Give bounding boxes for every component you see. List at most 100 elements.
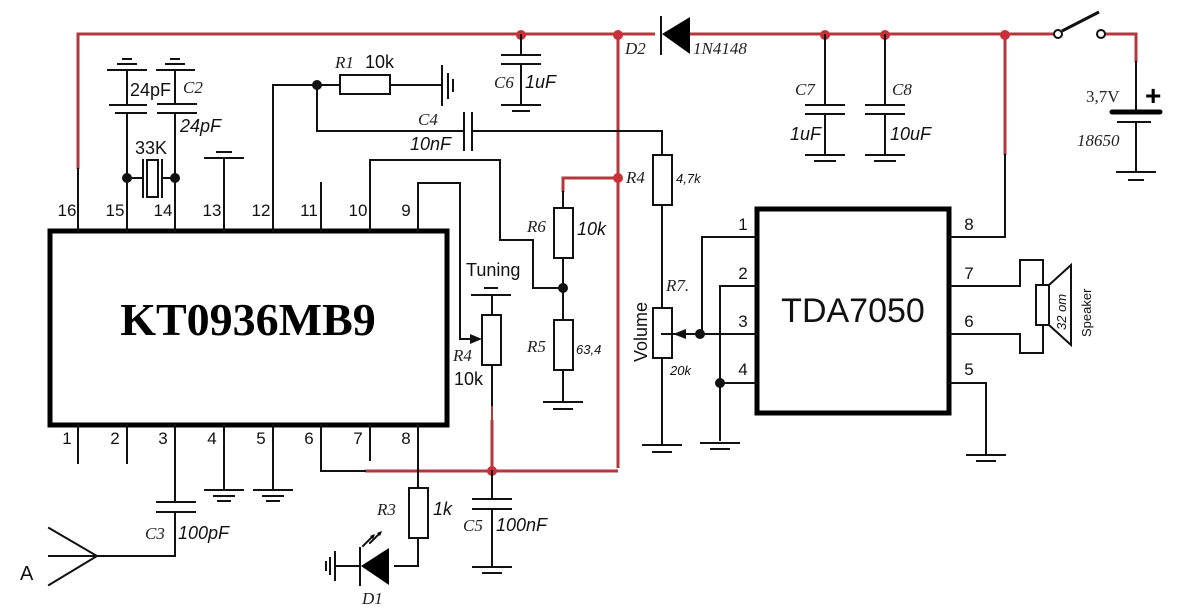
ic2-pin-8: 8 [964, 215, 973, 234]
ic1-pin-10: 10 [349, 201, 368, 220]
power-switch[interactable] [1053, 10, 1106, 39]
capacitor-c5: C5 100nF [463, 470, 548, 574]
d1-ref: D1 [361, 589, 383, 608]
ic1-pin-8: 8 [401, 429, 410, 448]
ic2-pin-7: 7 [964, 264, 973, 283]
ic2-pin-1: 1 [738, 215, 747, 234]
r4a-value: 4,7k [676, 171, 702, 186]
ic1-pin-15: 15 [106, 201, 125, 220]
speaker-label: Speaker [1079, 288, 1094, 337]
c5-value: 100nF [496, 515, 548, 535]
c3-value: 100pF [178, 523, 230, 543]
junction [695, 329, 705, 339]
ic1-pin-12: 12 [252, 201, 271, 220]
ic1-pin-1: 1 [62, 429, 71, 448]
junction [170, 173, 180, 183]
speaker: 32 om Speaker [1035, 262, 1094, 348]
d2-value: 1N4148 [693, 39, 747, 58]
ic1-name: KT0936MB9 [120, 294, 376, 345]
r3-value: 1k [433, 499, 453, 519]
capacitor-c7: C7 1uF [790, 34, 845, 162]
capacitor-c3: C3 100pF [96, 501, 230, 557]
ic1-pin-6: 6 [304, 429, 313, 448]
r5-value: 63,4 [576, 342, 601, 357]
r1-value: 10k [365, 52, 395, 72]
r3-ref: R3 [376, 500, 396, 519]
r1-c4-network: R1 10k C4 10nF [272, 52, 663, 156]
wire-pin10 [369, 159, 564, 289]
junction [122, 173, 132, 183]
battery-plus: + [1145, 80, 1161, 111]
capacitor-c6: C6 1uF [494, 34, 557, 112]
c3-ref: C3 [145, 524, 165, 543]
ic-tda7050: TDA7050 1 2 3 4 8 7 6 5 [661, 154, 1044, 462]
volume-potentiometer-r7[interactable]: R7. 20k Volume [631, 276, 701, 453]
capacitor-c8: C8 10uF [865, 34, 932, 162]
ic1-pin-3: 3 [158, 429, 167, 448]
d2-ref: D2 [624, 39, 646, 58]
r6-value: 10k [577, 219, 607, 239]
ic2-pin-6: 6 [964, 312, 973, 331]
r6-ref: R6 [526, 217, 546, 236]
crystal-value: 33K [135, 138, 167, 158]
c1-value: 24pF [130, 80, 171, 100]
r7-ref: R7. [665, 276, 689, 295]
c2-ref: C2 [183, 78, 203, 97]
ground-symbol [204, 489, 244, 502]
ic2-pin-5: 5 [964, 360, 973, 379]
diode-d2: D2 1N4148 [624, 16, 747, 58]
resistor-r5: R5 63,4 [526, 319, 601, 410]
tuning-potentiometer-r4[interactable]: Tuning R4 10k [417, 182, 520, 420]
battery-18650: + 3,7V 18650 [1077, 61, 1163, 181]
led-d1: D1 [325, 531, 389, 608]
r7-value: 20k [669, 363, 692, 378]
c6-value: 1uF [525, 72, 557, 92]
resistor-r4-4k7: R4 4,7k [625, 154, 702, 309]
r4a-ref: R4 [625, 168, 645, 187]
ic-kt0936mb9: KT0936MB9 16 15 14 13 12 11 10 9 1 2 3 4… [47, 84, 450, 503]
junction [613, 173, 623, 183]
ground-symbol [253, 489, 293, 502]
r4b-value: 10k [454, 369, 484, 389]
antenna-label: A [20, 563, 34, 585]
r1-ref: R1 [334, 53, 354, 72]
speaker-impedance: 32 om [1054, 294, 1069, 330]
ic1-pin-9: 9 [401, 201, 410, 220]
c8-ref: C8 [892, 80, 912, 99]
crystal-33k [146, 159, 159, 198]
battery-type: 18650 [1077, 131, 1120, 150]
ic1-pin-11: 11 [300, 201, 318, 220]
c2-value: 24pF [179, 116, 222, 136]
ic1-pin-2: 2 [110, 429, 119, 448]
ic1-pin-14: 14 [154, 201, 173, 220]
antenna: A [20, 526, 99, 587]
ic1-pin-7: 7 [353, 429, 362, 448]
junction [715, 378, 725, 388]
r5-ref: R5 [526, 337, 546, 356]
c5-ref: C5 [463, 516, 483, 535]
battery-voltage: 3,7V [1086, 87, 1120, 106]
ic2-pin-3: 3 [738, 312, 747, 331]
resistor-r3: R3 1k [376, 487, 453, 567]
c4-value: 10nF [410, 134, 452, 154]
c7-ref: C7 [795, 80, 816, 99]
ground-symbol [204, 151, 244, 159]
ic2-pin-4: 4 [738, 360, 747, 379]
ic1-pin-13: 13 [203, 201, 222, 220]
r4b-ref: R4 [452, 346, 472, 365]
ic2-name: TDA7050 [781, 292, 925, 330]
c8-value: 10uF [890, 124, 932, 144]
resistor-r6: R6 10k [526, 191, 607, 321]
c7-value: 1uF [790, 124, 822, 144]
ic1-pin-16: 16 [58, 201, 77, 220]
junction [613, 30, 623, 40]
ic1-pin-4: 4 [207, 429, 216, 448]
ic2-pin-2: 2 [738, 264, 747, 283]
ic1-pin-5: 5 [256, 429, 265, 448]
tuning-label: Tuning [466, 260, 520, 280]
c4-ref: C4 [418, 110, 438, 129]
crystal-oscillator: 24pF C2 24pF 33K [107, 58, 222, 198]
junction [1000, 30, 1010, 40]
c6-ref: C6 [494, 73, 514, 92]
